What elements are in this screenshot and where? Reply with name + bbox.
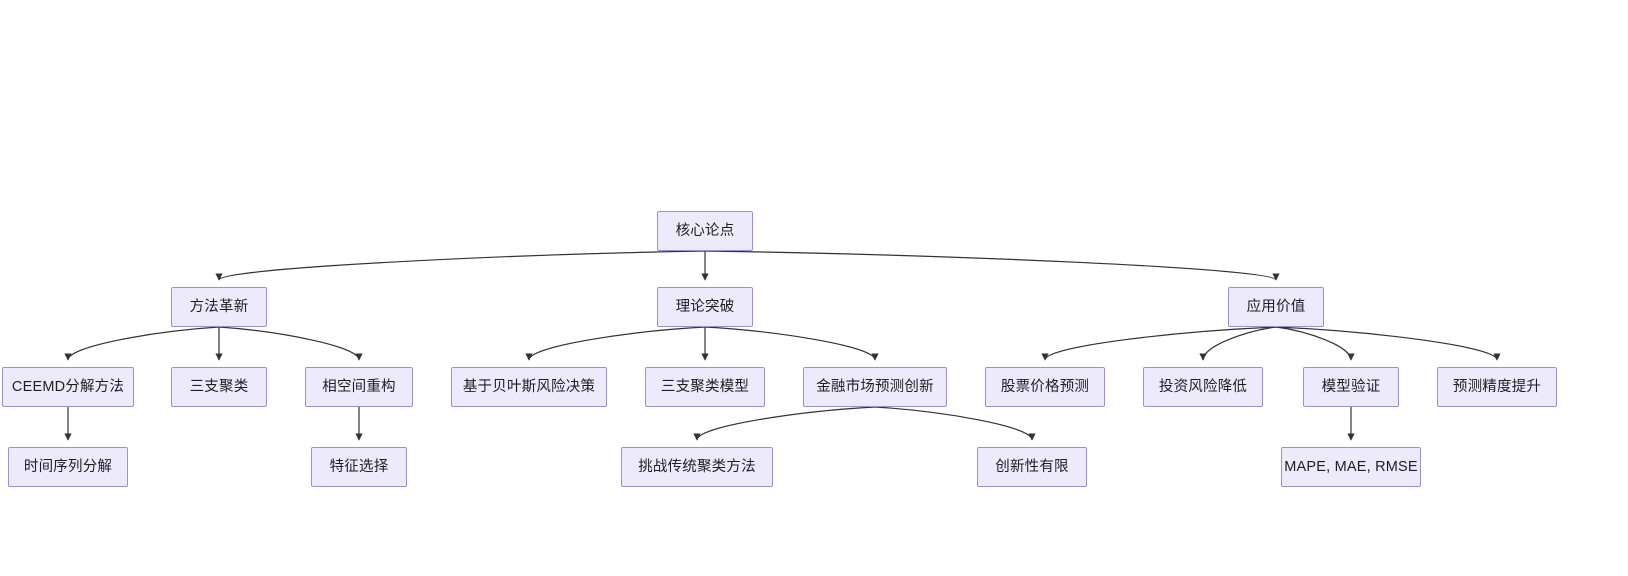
- node-l3a1[interactable]: 时间序列分解: [8, 447, 128, 487]
- node-l2c2[interactable]: 投资风险降低: [1143, 367, 1263, 407]
- edge-root-to-l1a: [215, 250, 706, 281]
- node-label: 应用价值: [1246, 298, 1306, 315]
- node-l3b1[interactable]: 挑战传统聚类方法: [621, 447, 773, 487]
- node-l2a3[interactable]: 相空间重构: [305, 367, 413, 407]
- edge-l2b3-to-l3b1: [693, 406, 876, 441]
- edge-l1b-to-l2b3: [704, 326, 879, 361]
- node-l3a2[interactable]: 特征选择: [311, 447, 407, 487]
- node-label: 三支聚类: [189, 378, 249, 395]
- node-label: 投资风险降低: [1158, 378, 1248, 395]
- node-l2c3[interactable]: 模型验证: [1303, 367, 1399, 407]
- node-label: 核心论点: [675, 222, 735, 239]
- node-l1c[interactable]: 应用价值: [1228, 287, 1324, 327]
- edge-l1c-to-l2c1: [1041, 326, 1277, 361]
- node-l2b2[interactable]: 三支聚类模型: [645, 367, 765, 407]
- edge-l1c-to-l2c4: [1275, 326, 1501, 361]
- node-l3c1[interactable]: MAPE, MAE, RMSE: [1281, 447, 1421, 487]
- node-root[interactable]: 核心论点: [657, 211, 753, 251]
- node-label: MAPE, MAE, RMSE: [1284, 458, 1418, 475]
- node-label: 相空间重构: [322, 378, 396, 395]
- node-label: 理论突破: [675, 298, 735, 315]
- node-l1b[interactable]: 理论突破: [657, 287, 753, 327]
- node-label: 特征选择: [329, 458, 389, 475]
- node-l2c1[interactable]: 股票价格预测: [985, 367, 1105, 407]
- node-label: 三支聚类模型: [660, 378, 750, 395]
- node-label: 股票价格预测: [1000, 378, 1090, 395]
- node-label: 模型验证: [1321, 378, 1381, 395]
- edge-l1a-to-l2a1: [64, 326, 220, 361]
- node-label: CEEMD分解方法: [11, 378, 125, 395]
- node-l2b1[interactable]: 基于贝叶斯风险决策: [451, 367, 607, 407]
- node-label: 时间序列分解: [23, 458, 113, 475]
- edge-l1c-to-l2c2: [1199, 326, 1277, 361]
- node-l2c4[interactable]: 预测精度提升: [1437, 367, 1557, 407]
- node-label: 方法革新: [189, 298, 249, 315]
- edge-root-to-l1c: [704, 250, 1280, 281]
- edge-l1c-to-l2c3: [1275, 326, 1355, 361]
- node-label: 创新性有限: [995, 458, 1069, 475]
- edge-l2b3-to-l3b2: [874, 406, 1036, 441]
- edge-l1a-to-l2a3: [218, 326, 363, 361]
- edge-l1b-to-l2b1: [525, 326, 706, 361]
- node-l2a1[interactable]: CEEMD分解方法: [2, 367, 134, 407]
- node-label: 基于贝叶斯风险决策: [462, 378, 596, 395]
- node-l1a[interactable]: 方法革新: [171, 287, 267, 327]
- node-l2a2[interactable]: 三支聚类: [171, 367, 267, 407]
- node-label: 金融市场预测创新: [816, 378, 934, 395]
- node-label: 预测精度提升: [1452, 378, 1542, 395]
- node-l2b3[interactable]: 金融市场预测创新: [803, 367, 947, 407]
- node-label: 挑战传统聚类方法: [638, 458, 756, 475]
- node-l3b2[interactable]: 创新性有限: [977, 447, 1087, 487]
